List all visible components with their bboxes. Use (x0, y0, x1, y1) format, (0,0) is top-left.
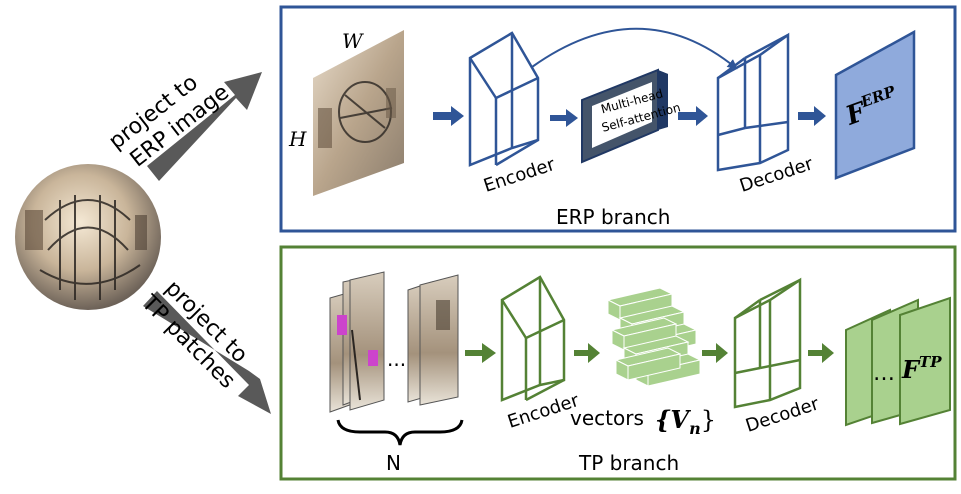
erp-arrow-2 (550, 109, 578, 127)
erp-branch-title: ERP branch (556, 205, 670, 229)
tp-encoder-block (500, 275, 566, 402)
tp-vectors-symbol: {Vn} (655, 405, 716, 438)
tp-patches-brace (336, 419, 464, 446)
tp-branch-frame (279, 245, 957, 481)
panorama-sphere (15, 164, 161, 310)
project-to-tp-arrow (143, 291, 271, 414)
tp-decoder-label: Decoder (743, 393, 822, 437)
tp-arrow-4 (808, 343, 834, 363)
erp-encoder-block (468, 31, 540, 167)
erp-arrow-4 (798, 106, 826, 126)
tp-arrow-1 (465, 343, 496, 363)
erp-skip-connection (531, 27, 738, 70)
tp-vectors-label: vectors (570, 406, 644, 430)
erp-width-symbol: W (342, 29, 364, 53)
erp-decoder-block (716, 32, 790, 172)
tp-feature-ellipsis: … (873, 361, 895, 386)
tp-arrow-3 (702, 343, 728, 363)
tp-n-label: N (386, 451, 401, 475)
erp-branch-frame (279, 5, 957, 233)
tp-patches-ellipsis: ··· (387, 353, 406, 377)
erp-image (313, 30, 404, 196)
tp-feature-maps (845, 296, 951, 427)
erp-feature-map (834, 29, 916, 180)
tp-decoder-block (733, 277, 802, 409)
erp-arrow-1 (433, 106, 464, 126)
erp-arrow-3 (678, 106, 708, 126)
tp-arrow-2 (574, 343, 600, 363)
project-to-erp-arrow (147, 72, 262, 181)
tp-feature-label: FTP (901, 353, 942, 384)
tp-branch-title: TP branch (578, 451, 679, 475)
tp-patches (329, 271, 459, 413)
self-attention-block (581, 68, 668, 164)
erp-decoder-label: Decoder (737, 153, 816, 197)
tp-vector-stack (606, 287, 702, 387)
erp-encoder-label: Encoder (481, 154, 558, 197)
erp-height-symbol: H (288, 127, 307, 151)
